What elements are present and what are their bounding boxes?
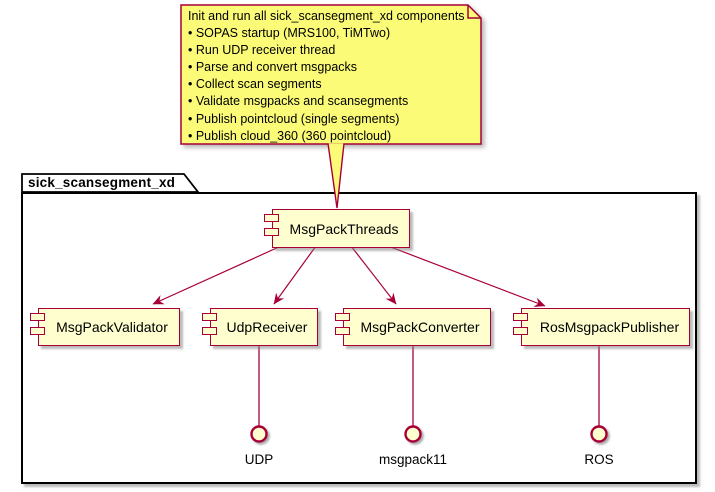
component-icon-tab <box>30 327 45 335</box>
interface-label-ros: ROS <box>584 452 614 467</box>
note-item: • Validate msgpacks and scansegments <box>188 94 409 109</box>
component-icon-tab <box>335 313 350 321</box>
component-icon-tab <box>513 313 528 321</box>
component-label: UdpReceiver <box>226 319 308 335</box>
note-item: • SOPAS startup (MRS100, TiMTwo) <box>188 26 391 41</box>
component-label: RosMsgpackPublisher <box>539 319 680 335</box>
note-item: • Publish pointcloud (single segments) <box>188 111 400 126</box>
note-text: Init and run all sick_scansegment_xd com… <box>188 8 476 145</box>
component-rosmsgpackpublisher: RosMsgpackPublisher <box>513 308 690 346</box>
component-msgpackvalidator: MsgPackValidator <box>30 308 180 346</box>
component-icon-tab <box>335 327 350 335</box>
note-shape <box>180 4 482 145</box>
note: Init and run all sick_scansegment_xd com… <box>180 4 482 145</box>
note-fold-icon <box>467 5 481 19</box>
note-item: • Publish cloud_360 (360 pointcloud) <box>188 128 392 143</box>
interface-label-udp: UDP <box>244 452 274 467</box>
package-tab-polygon <box>21 173 200 193</box>
note-item: • Collect scan segments <box>188 77 322 92</box>
note-body <box>180 4 482 145</box>
note-item: • Parse and convert msgpacks <box>188 60 358 75</box>
component-icon-tab <box>202 313 217 321</box>
component-label: MsgPackThreads <box>289 220 399 237</box>
component-icon-tab <box>513 327 528 335</box>
component-udpreceiver: UdpReceiver <box>202 308 318 346</box>
interface-label-msgpack11: msgpack11 <box>378 452 448 467</box>
note-title: Init and run all sick_scansegment_xd com… <box>188 9 465 23</box>
package-title: sick_scansegment_xd <box>28 175 176 190</box>
note-item: • Run UDP receiver thread <box>188 43 336 58</box>
package-tab-shape <box>21 173 200 193</box>
component-msgpackconverter: MsgPackConverter <box>335 308 491 346</box>
component-icon-tab <box>202 327 217 335</box>
component-icon-tab <box>264 228 279 236</box>
component-icon-tab <box>30 313 45 321</box>
component-label: MsgPackConverter <box>360 319 480 335</box>
component-msgpackthreads: MsgPackThreads <box>264 209 410 248</box>
component-label: MsgPackValidator <box>56 319 168 335</box>
component-icon-tab <box>264 214 279 222</box>
